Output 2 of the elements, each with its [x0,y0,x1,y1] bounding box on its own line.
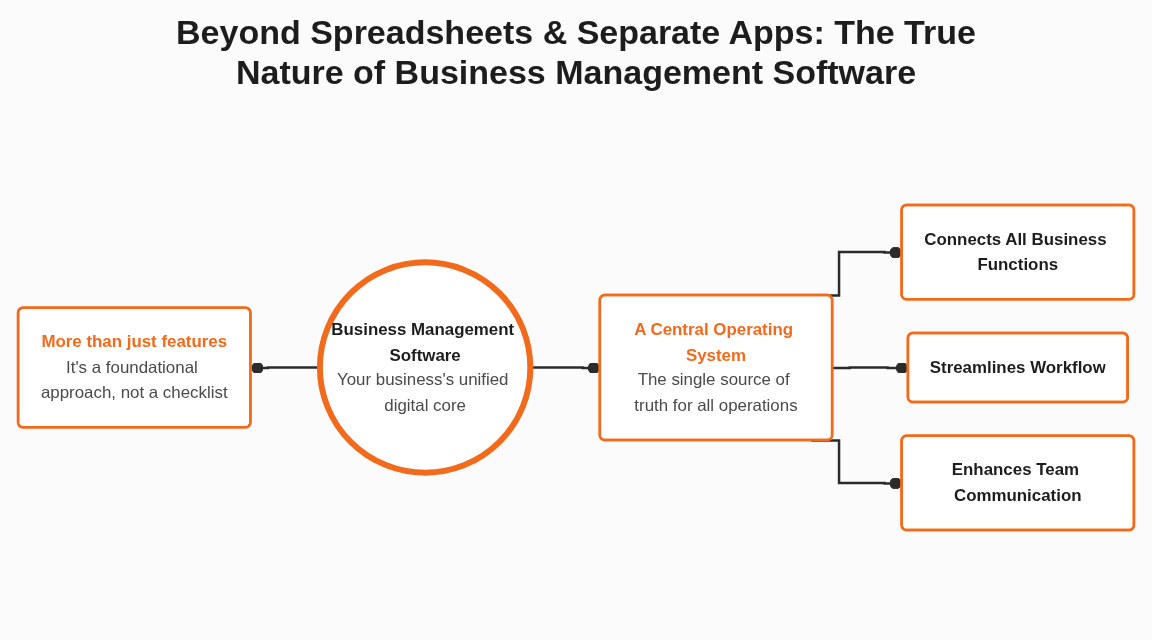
node-circle: Business Management Software Your business's unified digital core [316,258,534,476]
title: Beyond Spreadsheets & Separate Apps: The True Nature of Business Management Software [175,12,977,93]
